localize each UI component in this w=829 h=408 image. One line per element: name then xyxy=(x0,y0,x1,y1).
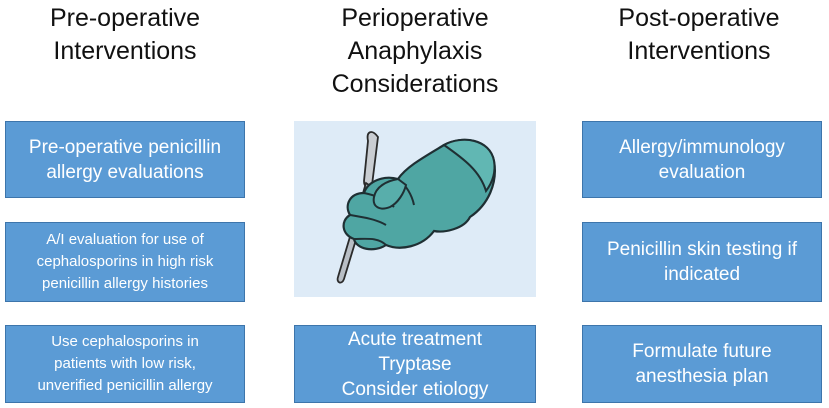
post-op-box-anesthesia-plan: Formulate future anesthesia plan xyxy=(582,325,822,403)
perioperative-heading: Perioperative Anaphylaxis Considerations xyxy=(331,4,499,98)
surgical-glove-illustration xyxy=(294,121,536,297)
pre-op-box-use-cephalosporins: Use cephalosporins in patients with low … xyxy=(5,325,245,403)
pre-op-box-penicillin-evaluations: Pre-operative penicillin allergy evaluat… xyxy=(5,121,245,198)
perioperative-box-acute-treatment: Acute treatment Tryptase Consider etiolo… xyxy=(294,325,536,403)
pre-op-box-ai-evaluation: A/I evaluation for use of cephalosporins… xyxy=(5,222,245,302)
post-operative-heading: Post-operative Interventions xyxy=(618,4,780,65)
post-op-box-allergy-immunology: Allergy/immunology evaluation xyxy=(582,121,822,198)
gloved-hand-scalpel-icon xyxy=(336,131,496,284)
post-op-box-skin-testing: Penicillin skin testing if indicated xyxy=(582,222,822,302)
pre-operative-heading: Pre-operative Interventions xyxy=(49,4,201,65)
